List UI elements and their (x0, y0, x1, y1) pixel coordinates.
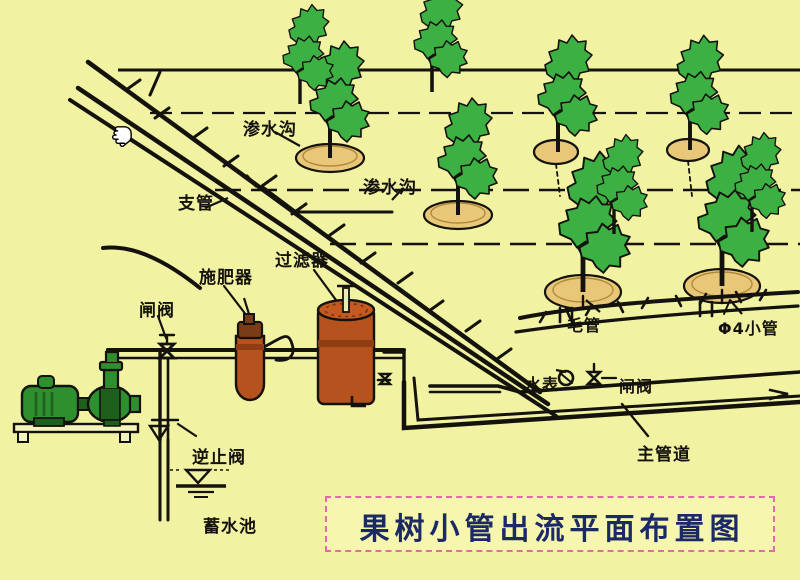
check-valve-symbol (147, 418, 180, 443)
label-water-reservoir: 蓄水池 (203, 517, 257, 537)
label-check-valve: 逆止阀 (192, 448, 246, 468)
main-pipeline-lines (401, 362, 800, 438)
water-meter-symbol (557, 369, 575, 387)
field-boundary-curve (101, 245, 202, 290)
orchard-trees (281, 0, 787, 311)
filter-outlet-valve (377, 372, 393, 386)
label-branch-pipe: 支管 (178, 194, 214, 214)
label-leaders (204, 131, 743, 374)
filter-tank (316, 284, 376, 408)
label-gate-valve-left: 闸阀 (139, 301, 175, 321)
label-capillary-tube: 毛管 (567, 316, 602, 335)
label-fertilizer-applicator: 施肥器 (199, 268, 253, 288)
capillary-tube-network (514, 160, 800, 334)
gate-valve-symbol-right (584, 362, 618, 386)
diagram-title-box: 果树小管出流平面布置图 (325, 496, 775, 552)
label-gate-valve-right: 闸阀 (619, 377, 654, 396)
pump-motor-unit (12, 350, 142, 443)
label-small-tube: Φ4小管 (718, 319, 779, 338)
pointing-hand-cursor (111, 126, 132, 148)
fertilizer-tank (234, 297, 266, 402)
label-main-pipeline: 主管道 (637, 445, 691, 465)
label-seepage-ditch-1: 渗水沟 (243, 120, 297, 140)
label-water-meter: 水表 (525, 375, 560, 394)
label-filter: 过滤器 (275, 251, 329, 271)
label-seepage-ditch-2: 渗水沟 (363, 178, 417, 198)
branch-pipe-lines (68, 59, 558, 418)
seepage-basin (665, 137, 711, 163)
page-title: 果树小管出流平面布置图 (359, 512, 745, 547)
reservoir-water-level-symbol (170, 468, 232, 498)
